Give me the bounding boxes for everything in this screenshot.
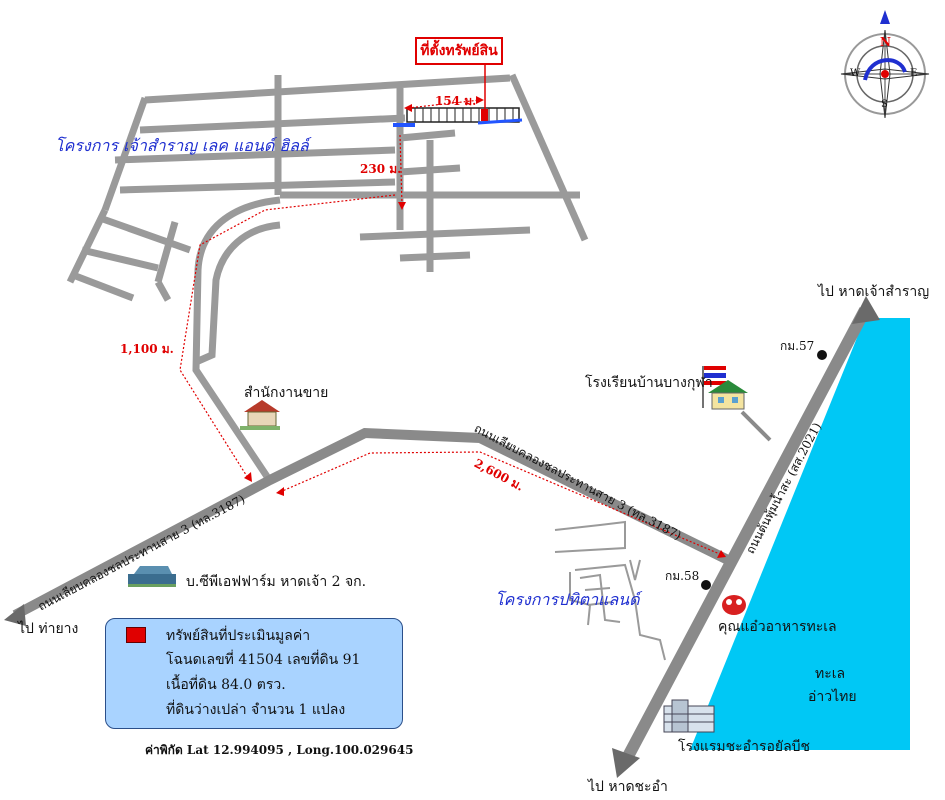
legend-box: ทรัพย์สินที่ประเมินมูลค่า โฉนดเลขที่ 415… (105, 618, 403, 729)
coastal-road (619, 307, 871, 765)
legend-deed: โฉนดเลขที่ 41504 เลขที่ดิน 91 (166, 652, 361, 668)
legend-land-type: ที่ดินว่างเปล่า จำนวน 1 แปลง (166, 702, 346, 718)
compass-west: W (850, 68, 861, 79)
hotel-label: โรงแรมชะอำรอยัลบีช (678, 739, 811, 755)
sea-label: ทะเล (815, 666, 846, 682)
km57-label: กม.57 (780, 339, 815, 353)
school-label: โรงเรียนบ้านบางกุฬา (585, 375, 713, 391)
project-top-label: โครงการ เจ้าสำราญ เลค แอนด์ ฮิลล์ (55, 136, 309, 155)
property-swatch (126, 627, 146, 643)
house-icon (240, 400, 280, 430)
compass-north: N (880, 35, 891, 49)
compass-east: E (910, 68, 918, 79)
pathita-roads (554, 520, 666, 661)
dest-top-right-label: ไป หาดเจ้าสำราญ (818, 284, 930, 300)
restaurant-label: คุณแอ๋วอาหารทะเล (718, 619, 837, 635)
property-lots (393, 60, 523, 127)
dest-bottom-label: ไป หาดชะอำ (588, 779, 668, 795)
restaurant-icon (722, 595, 746, 615)
village-roads (66, 73, 589, 302)
gulf-label: อ่าวไทย (808, 689, 857, 705)
distance-lines (179, 99, 723, 556)
access-road (192, 196, 281, 480)
hotel-icon (663, 699, 715, 733)
project-bottom-label: โครงการปทิตาแลนด์ (495, 590, 640, 609)
sales-office-label: สำนักงานขาย (244, 385, 329, 401)
distance-1100: 1,100 ม. (120, 342, 174, 356)
compass-south: S (881, 99, 888, 110)
main-road-3187 (12, 427, 731, 620)
km58-label: กม.58 (665, 569, 700, 583)
dest-left-label: ไป ท่ายาง (18, 621, 79, 637)
compass-icon (840, 10, 930, 119)
sea-area (690, 318, 910, 750)
km57-marker (817, 350, 827, 360)
legend-area: เนื้อที่ดิน 84.0 ตรว. (166, 677, 286, 693)
school-icon (702, 366, 748, 410)
farm-building-icon (128, 566, 176, 587)
distance-230: 230 ม. (360, 162, 402, 176)
distance-154: 154 ม. (435, 94, 477, 108)
legend-title: ทรัพย์สินที่ประเมินมูลค่า (166, 628, 311, 644)
coordinates: ค่าพิกัด Lat 12.994095 , Long.100.029645 (145, 743, 414, 757)
farm-label: บ.ซีพีเอฟฟาร์ม หาดเจ้า 2 จก. (186, 574, 367, 590)
property-marker-label: ที่ตั้งทรัพย์สิน (415, 37, 503, 65)
km58-marker (701, 580, 711, 590)
